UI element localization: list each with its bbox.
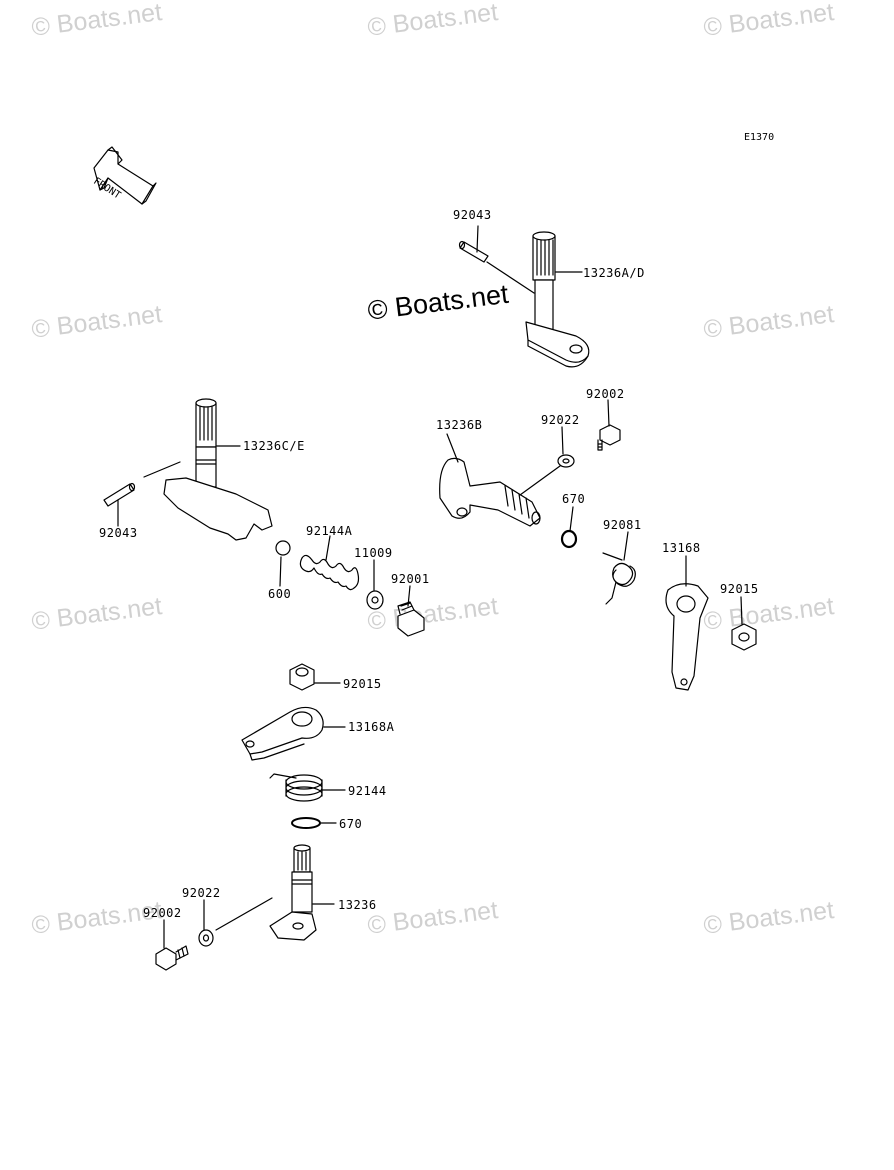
leader-600 bbox=[279, 556, 282, 587]
plug-92001 bbox=[397, 601, 425, 637]
part-label[interactable]: 600 bbox=[268, 587, 292, 601]
part-label[interactable]: 92081 bbox=[603, 518, 642, 532]
leader-670-right bbox=[569, 506, 574, 532]
part-label[interactable]: 92144A bbox=[306, 524, 353, 538]
pin-92043-left bbox=[103, 482, 136, 507]
leader-13236B bbox=[446, 433, 459, 463]
part-label[interactable]: 92002 bbox=[143, 906, 182, 920]
leader-92022-top bbox=[561, 426, 564, 455]
part-label[interactable]: 92001 bbox=[391, 572, 430, 586]
part-label[interactable]: 92043 bbox=[453, 208, 492, 222]
shaft-13236CE bbox=[163, 398, 273, 541]
shaft-13236AD bbox=[525, 231, 590, 368]
part-label[interactable]: 13168 bbox=[662, 541, 701, 555]
nut-92015-right bbox=[731, 623, 757, 651]
leader-92001 bbox=[407, 585, 411, 607]
leader-92015-right bbox=[740, 596, 743, 625]
part-label[interactable]: 13236C/E bbox=[243, 439, 305, 453]
front-arrow-icon bbox=[93, 146, 157, 205]
leader-92081 bbox=[623, 531, 629, 561]
nut-92015-mid bbox=[289, 663, 315, 691]
part-label[interactable]: 92043 bbox=[99, 526, 138, 540]
part-label[interactable]: 11009 bbox=[354, 546, 393, 560]
shaft-13236B bbox=[439, 457, 541, 527]
leader-92043-top bbox=[476, 225, 479, 253]
part-label[interactable]: 13236B bbox=[436, 418, 483, 432]
washer-11009 bbox=[366, 590, 384, 610]
part-label[interactable]: 13168A bbox=[348, 720, 395, 734]
part-label[interactable]: 670 bbox=[562, 492, 586, 506]
leader-92002-top bbox=[607, 399, 610, 427]
dash-92043-top bbox=[486, 261, 535, 294]
dash-13236 bbox=[215, 897, 273, 931]
o-ring-670-mid bbox=[291, 817, 321, 829]
part-label[interactable]: 92002 bbox=[586, 387, 625, 401]
shaft-13236 bbox=[269, 844, 317, 941]
arm-13168 bbox=[665, 583, 709, 691]
dash-13236CE bbox=[143, 461, 181, 478]
part-label[interactable]: 13236 bbox=[338, 898, 377, 912]
part-label[interactable]: 92022 bbox=[182, 886, 221, 900]
washer-92022-bottom bbox=[198, 929, 214, 947]
washer-92022-top bbox=[557, 454, 575, 468]
part-label[interactable]: 92015 bbox=[720, 582, 759, 596]
part-label[interactable]: 92022 bbox=[541, 413, 580, 427]
part-label[interactable]: 13236A/D bbox=[583, 266, 645, 280]
dash-13236B bbox=[519, 465, 561, 496]
leader-92144A bbox=[325, 535, 331, 561]
spring-92144 bbox=[269, 773, 323, 802]
bolt-92002-top bbox=[597, 424, 621, 451]
spring-92081 bbox=[602, 552, 636, 605]
ball-600 bbox=[275, 540, 291, 556]
arm-13168A bbox=[241, 706, 324, 761]
part-label[interactable]: 92015 bbox=[343, 677, 382, 691]
spring-92144A bbox=[299, 554, 360, 591]
o-ring-670-right bbox=[560, 529, 578, 549]
diagram-code: E1370 bbox=[744, 132, 775, 143]
bolt-92002-bottom bbox=[155, 945, 189, 971]
pin-92043-top bbox=[458, 240, 489, 263]
part-label[interactable]: 670 bbox=[339, 817, 363, 831]
part-label[interactable]: 92144 bbox=[348, 784, 387, 798]
